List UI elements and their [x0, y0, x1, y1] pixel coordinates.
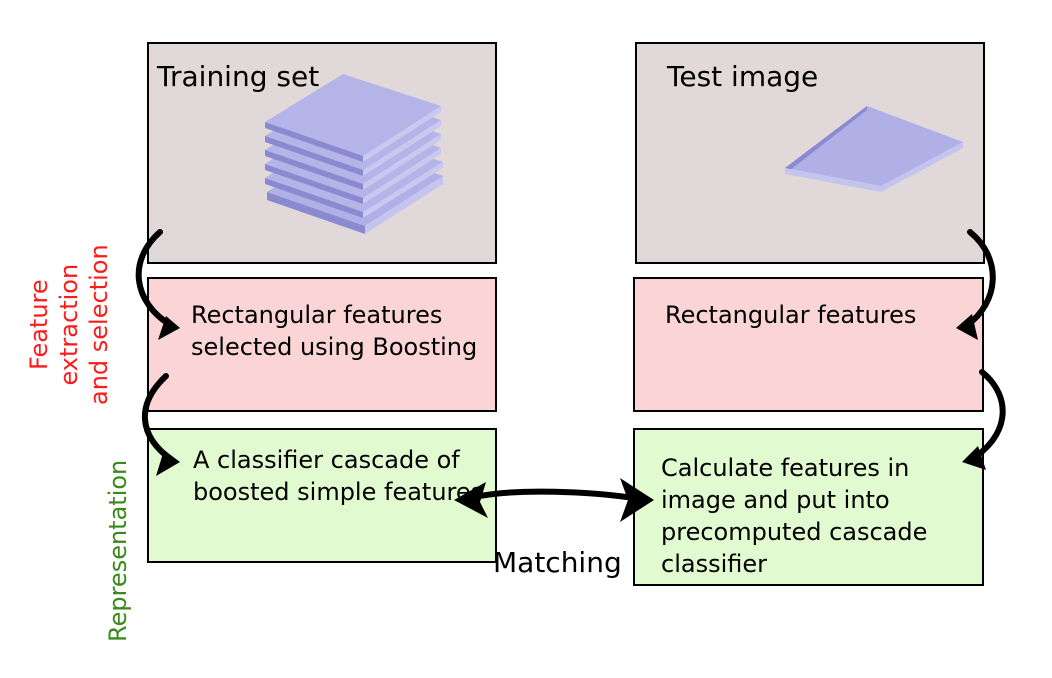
arrow-test-to-features: [963, 229, 996, 329]
training-set-panel: Training set: [147, 42, 497, 264]
training-features-box: Rectangular features selected using Boos…: [147, 277, 497, 412]
matching-label: Matching: [493, 546, 622, 579]
arrow-features-to-representation: [141, 373, 175, 463]
test-features-text: Rectangular features: [665, 301, 917, 329]
arrow-training-to-features: [135, 229, 175, 329]
arrowhead-left-1: [158, 316, 180, 340]
arrowhead-right-1: [956, 314, 978, 340]
training-features-text: Rectangular features selected using Boos…: [191, 301, 478, 361]
arrowhead-left-2: [156, 450, 180, 476]
test-image-panel: Test image: [635, 42, 985, 264]
arrowhead-right-2: [962, 446, 986, 470]
training-representation-text: A classifier cascade of boosted simple f…: [193, 446, 484, 506]
test-representation-box: Calculate features in image and put into…: [633, 428, 984, 586]
matching-arrowhead-left: [454, 482, 488, 518]
test-features-box: Rectangular features: [633, 277, 984, 412]
test-image-title: Test image: [667, 60, 819, 93]
image-stack-icon: [265, 74, 443, 234]
matching-arrowhead-right: [620, 478, 654, 522]
test-representation-text: Calculate features in image and put into…: [661, 454, 928, 578]
training-representation-box: A classifier cascade of boosted simple f…: [147, 428, 497, 563]
single-image-icon: [785, 106, 963, 192]
training-set-title: Training set: [157, 60, 320, 93]
arrow-features-to-calc: [967, 369, 1006, 463]
matching-double-arrow: [459, 488, 649, 503]
